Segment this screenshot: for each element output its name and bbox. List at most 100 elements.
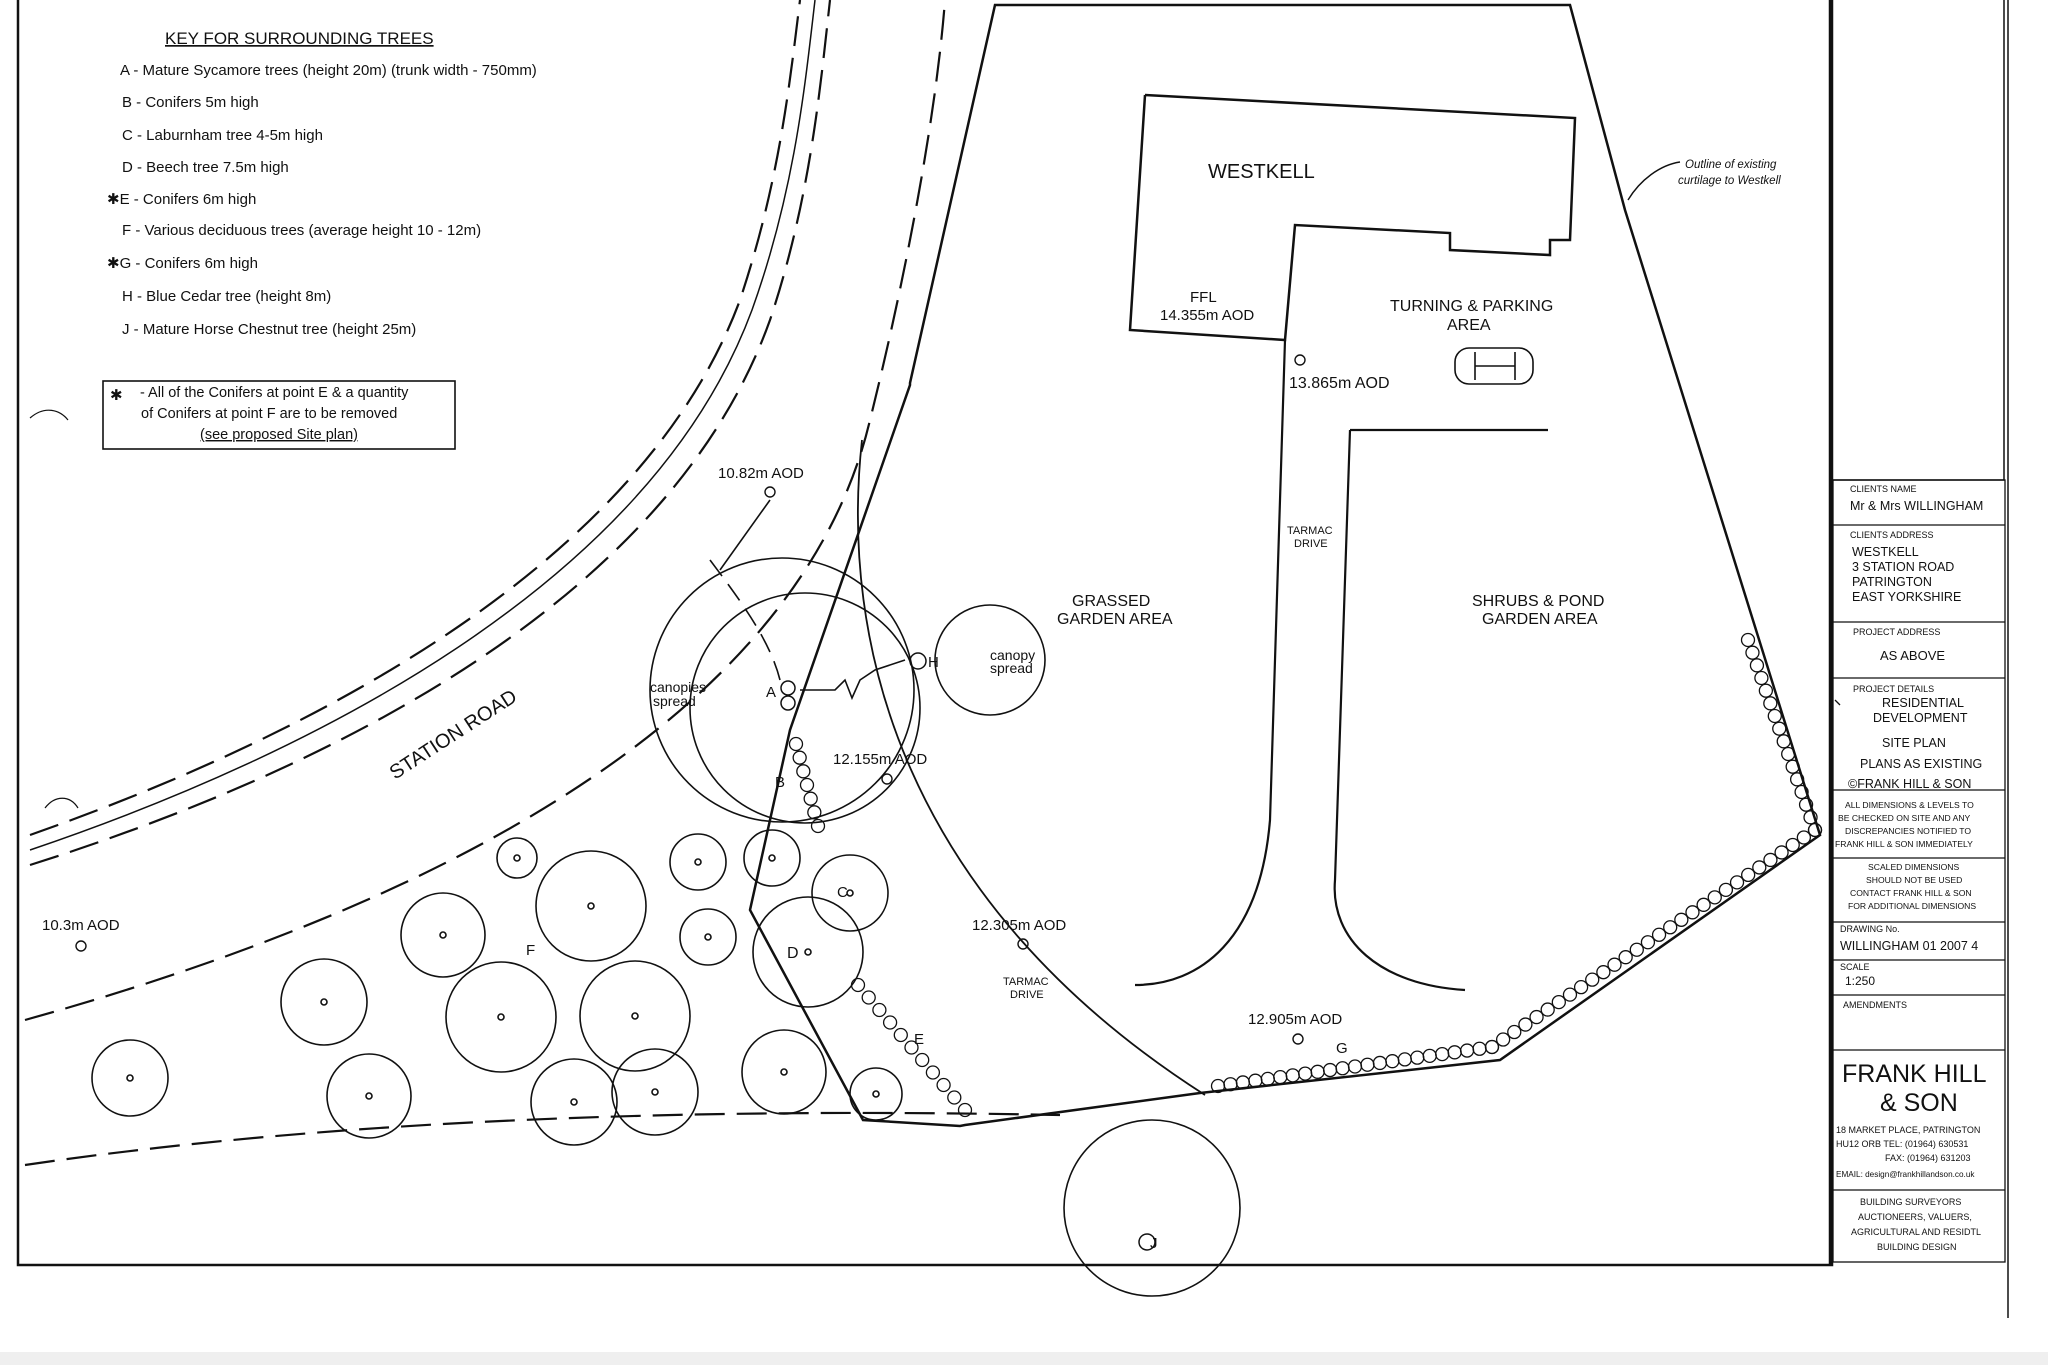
tree-trunk (365, 1092, 373, 1100)
tarmac-drive-lower-1: TARMAC (1003, 976, 1049, 988)
conifer (1651, 927, 1667, 942)
canopy-circles (649, 557, 1241, 1297)
conifer (1807, 822, 1823, 838)
tb-drawing-no-label: DRAWING No. (1840, 924, 1900, 934)
key-item-j: J - Mature Horse Chestnut tree (height 2… (122, 321, 416, 338)
conifer (1235, 1075, 1251, 1090)
tree-canopy (741, 1029, 827, 1115)
conifer (893, 1027, 908, 1043)
removal-note-line-3: (see proposed Site plan) (200, 427, 358, 443)
conifer (1518, 1017, 1533, 1032)
conifer (861, 990, 876, 1005)
tarmac-drive-upper-1: TARMAC (1287, 525, 1333, 537)
deciduous-tree-group-f (91, 829, 903, 1146)
tree-trunk (497, 1013, 505, 1021)
level-marker-12155 (881, 773, 893, 785)
key-item-a: A - Mature Sycamore trees (height 20m) (… (120, 62, 537, 79)
tb-address-3: PATRINGTON (1852, 575, 1932, 589)
tree-label-a: A (766, 684, 776, 701)
tree-canopy (811, 854, 889, 932)
shrubs-label-1: SHRUBS & POND (1472, 593, 1604, 610)
removal-note-line-2: of Conifers at point F are to be removed (141, 406, 397, 422)
conifer (1360, 1057, 1375, 1072)
conifer (947, 1090, 962, 1105)
conifer (1740, 632, 1756, 648)
tb-scale-label: SCALE (1840, 962, 1870, 972)
tb-drawing-no: WILLINGHAM 01 2007 4 (1840, 939, 1978, 953)
canopies-label-1: canopies (650, 679, 706, 695)
tree-trunk (439, 931, 447, 939)
tree-canopy (400, 892, 486, 978)
level-marker-12905 (1292, 1033, 1304, 1045)
tb-address-4: EAST YORKSHIRE (1852, 590, 1961, 604)
level-marker-13865 (1294, 354, 1306, 366)
curtilage-note-1: Outline of existing (1685, 159, 1777, 171)
tarmac-drive-upper-2: DRIVE (1294, 538, 1328, 550)
conifer (807, 805, 822, 820)
tree-label-c: C (837, 884, 848, 901)
tb-scaled-4: FOR ADDITIONAL DIMENSIONS (1848, 901, 1976, 911)
tarmac-drive (1134, 339, 1548, 992)
tb-services-3: AGRICULTURAL AND RESIDTL (1851, 1227, 1981, 1237)
level-marker-103 (75, 940, 87, 952)
tb-details-2: DEVELOPMENT (1873, 711, 1968, 725)
conifer (1285, 1068, 1300, 1083)
tb-project-address: AS ABOVE (1880, 648, 1945, 663)
key-item-d: D - Beech tree 7.5m high (122, 159, 289, 176)
conifer (850, 977, 866, 993)
conifer (810, 818, 826, 834)
conifer-chains (788, 632, 1823, 1118)
key-item-c: C - Laburnham tree 4-5m high (122, 127, 323, 144)
curtilage-leader (1627, 161, 1681, 201)
tb-details-3: SITE PLAN (1882, 736, 1946, 750)
tree-trunk (513, 854, 521, 862)
conifer (1551, 994, 1566, 1010)
tarmac-drive-lower-2: DRIVE (1010, 989, 1044, 1001)
conifer (1529, 1009, 1544, 1025)
conifer (1335, 1061, 1350, 1076)
grassed-label-2: GARDEN AREA (1057, 611, 1173, 628)
tree-canopy (849, 1067, 903, 1121)
ffl-value: 14.355m AOD (1160, 307, 1254, 324)
conifer (1796, 830, 1812, 845)
car-icon (1454, 347, 1534, 385)
conifer (1422, 1048, 1437, 1064)
conifer (1749, 658, 1765, 673)
removal-note-line-1: - All of the Conifers at point E & a qua… (140, 385, 409, 401)
tree-trunk (320, 998, 328, 1006)
tree-canopy (743, 829, 801, 887)
conifer (1772, 721, 1787, 736)
tb-address-2: 3 STATION ROAD (1852, 560, 1954, 574)
key-item-e: ✱E - Conifers 6m high (107, 191, 256, 208)
conifer (1745, 645, 1760, 660)
tree-label-g: G (1336, 1040, 1348, 1057)
conifer (1754, 670, 1769, 686)
key-title: KEY FOR SURROUNDING TREES (165, 29, 434, 48)
tree-trunk (694, 858, 702, 866)
trunk-line (800, 659, 906, 701)
conifer (1273, 1069, 1288, 1085)
conifer (1781, 746, 1796, 762)
level-1082-label: 10.82m AOD (718, 465, 804, 482)
station-road-edge-inner (29, 0, 816, 851)
tree-canopy (91, 1039, 169, 1117)
edge-arc-marks (29, 409, 79, 809)
conifer (1347, 1059, 1363, 1074)
conifer (1435, 1046, 1450, 1062)
conifer (1785, 759, 1800, 774)
conifer (1385, 1054, 1400, 1069)
conifer (1585, 972, 1600, 987)
conifer (1472, 1041, 1487, 1056)
conifer (803, 791, 818, 806)
tree-canopy (669, 833, 727, 891)
tb-dimensions-2: BE CHECKED ON SITE AND ANY (1838, 813, 1971, 823)
tree-trunk (587, 902, 595, 910)
conifer (1763, 696, 1778, 711)
station-road-label: STATION ROAD (386, 686, 521, 785)
conifer (925, 1065, 941, 1080)
curtilage-outline (748, 3, 1822, 1128)
conifer (872, 1002, 887, 1018)
tree-canopy (326, 1053, 412, 1139)
tree-label-d: D (787, 945, 799, 962)
grassed-label-1: GRASSED (1072, 593, 1150, 610)
